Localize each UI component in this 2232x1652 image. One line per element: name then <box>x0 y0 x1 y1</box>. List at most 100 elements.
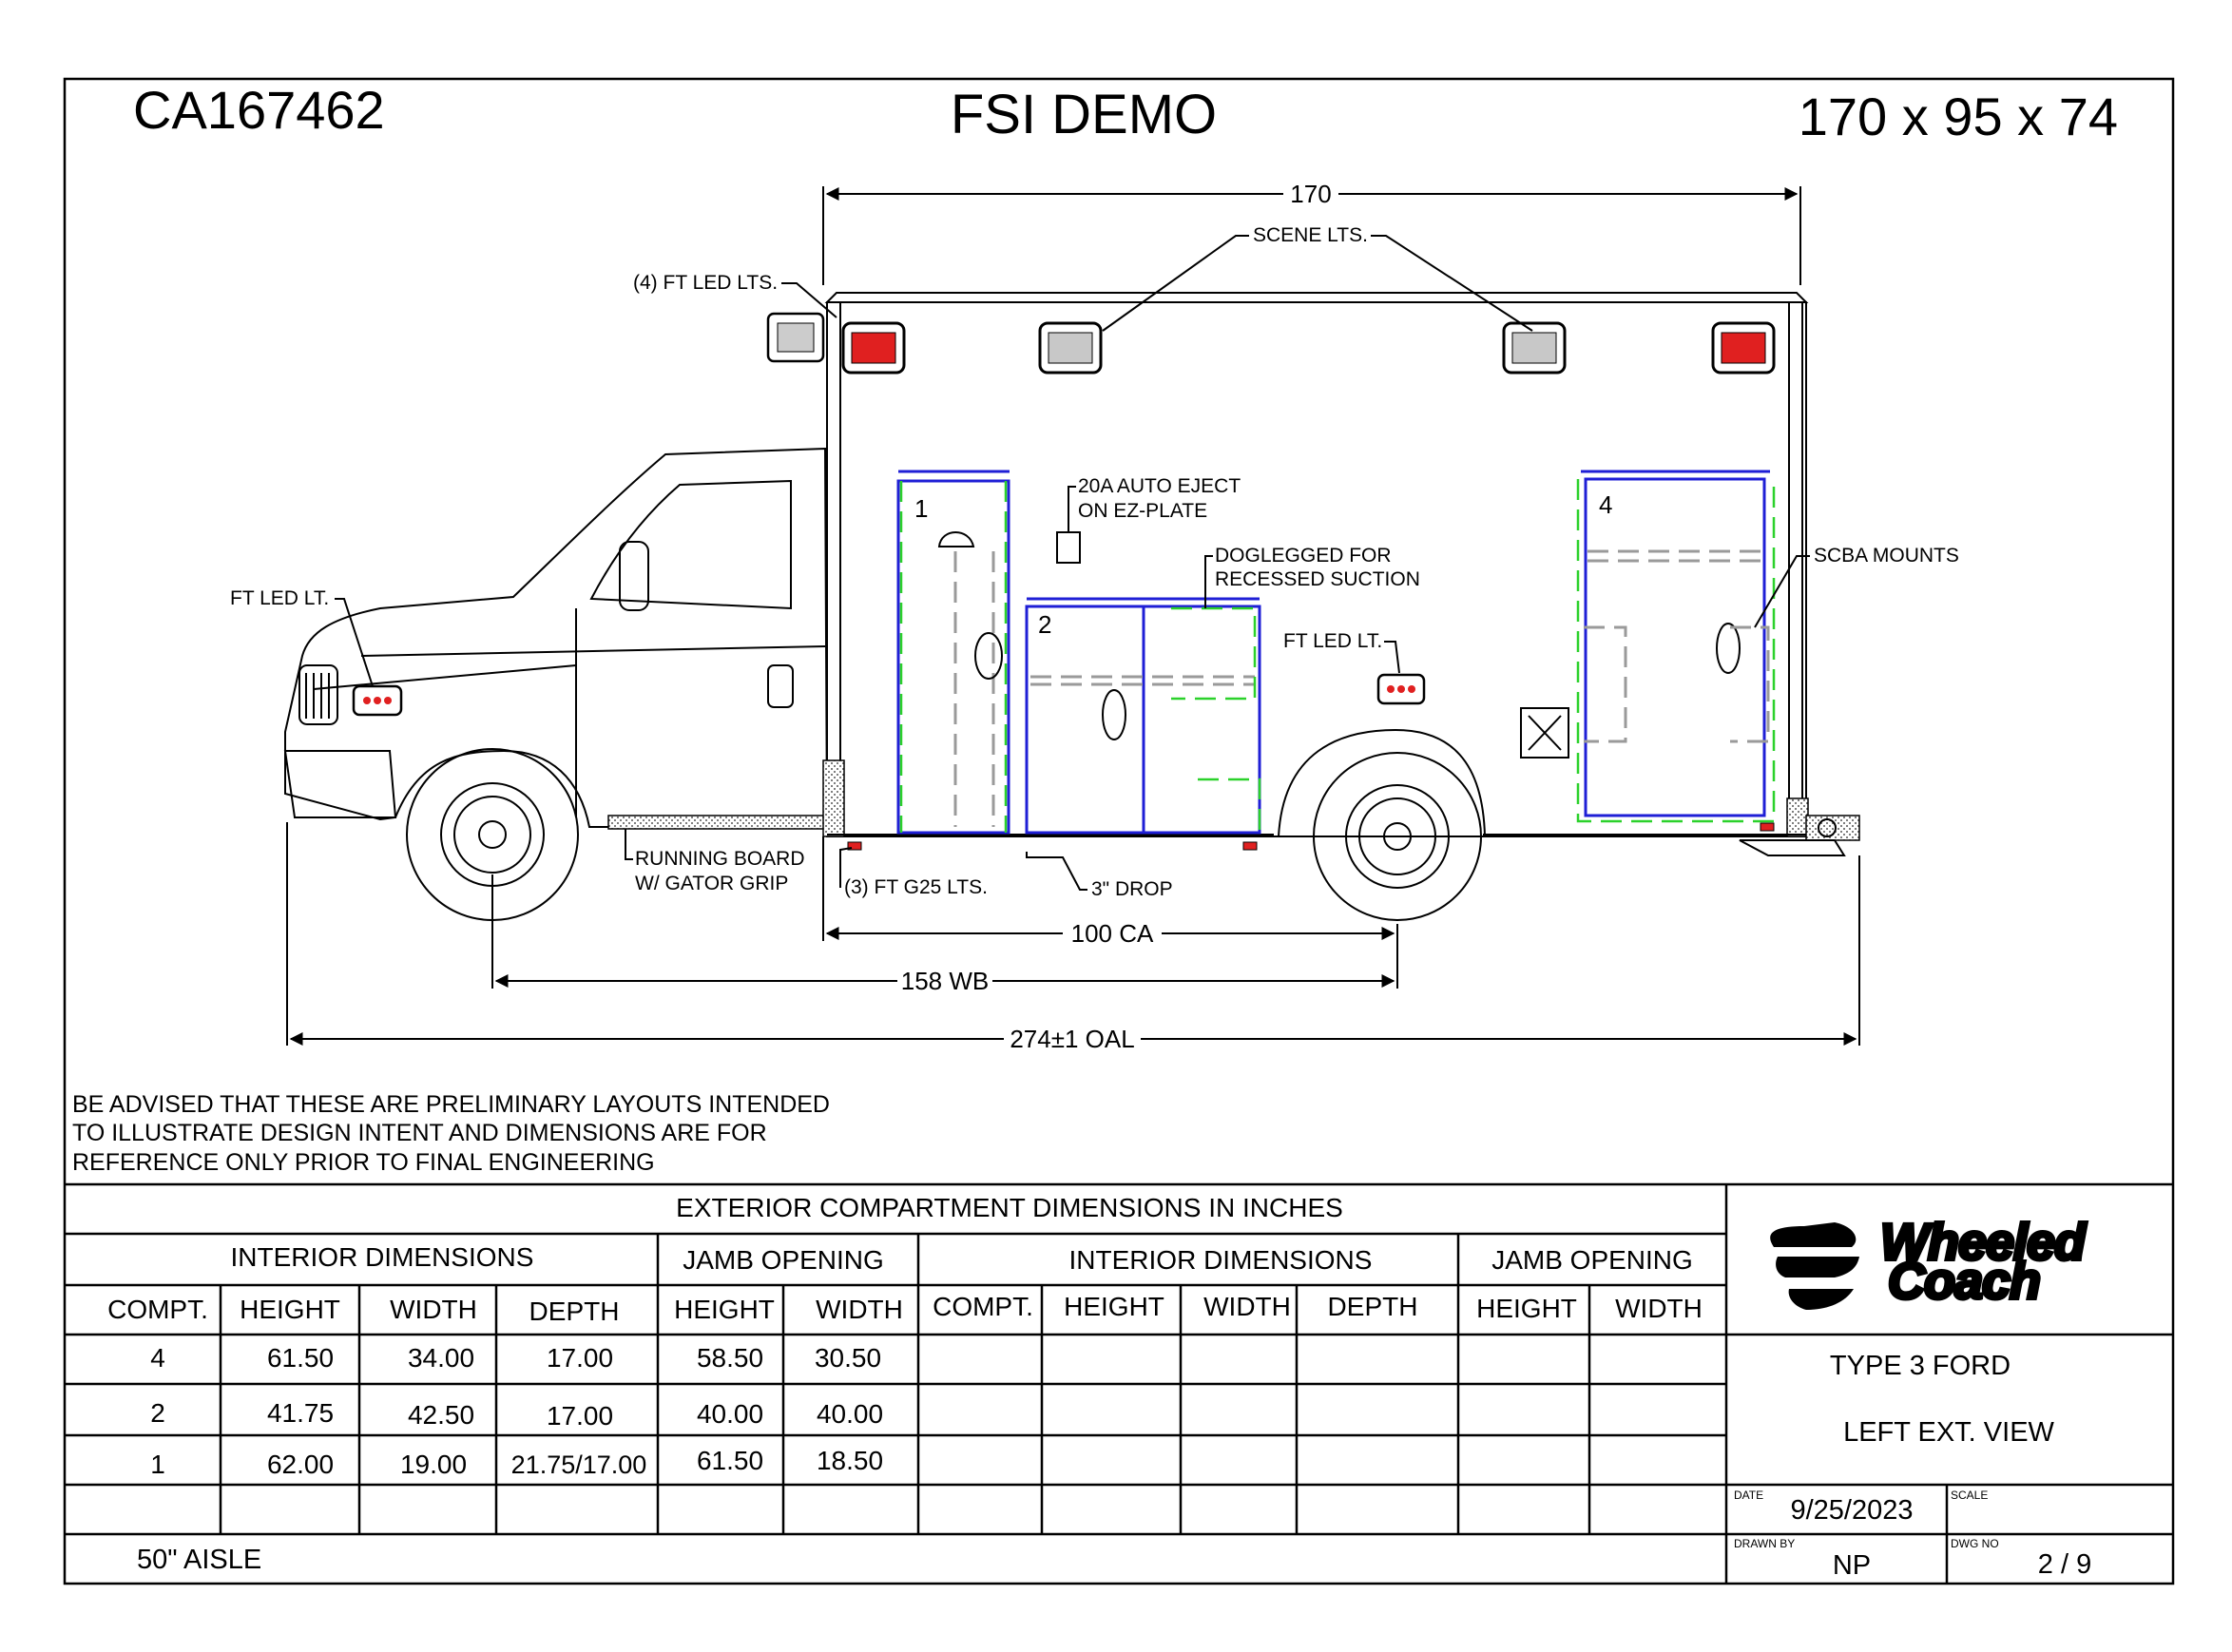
light-red-front-upper <box>841 321 906 375</box>
leader-scene-lts-b <box>1371 235 1533 332</box>
side-mirror <box>619 541 649 611</box>
compartment-number-2: 2 <box>1038 610 1051 639</box>
table-cell: 19.00 <box>400 1450 467 1479</box>
dim-wb: 158 WB <box>901 967 990 995</box>
scale-label: SCALE <box>1951 1489 1988 1502</box>
table-cell: 4 <box>150 1343 165 1373</box>
table-cell: 1 <box>150 1450 165 1479</box>
compartment-number-4: 4 <box>1599 490 1612 519</box>
date-value: 9/25/2023 <box>1790 1495 1913 1526</box>
box-rear-post <box>1788 301 1803 836</box>
col-header: DEPTH <box>1328 1292 1418 1321</box>
dwg-no-value: 2 / 9 <box>2038 1549 2091 1580</box>
table-cell: 21.75/17.00 <box>511 1450 647 1479</box>
col-header: HEIGHT <box>674 1295 775 1324</box>
rear-step <box>1805 815 1860 841</box>
compartment-2 <box>1025 597 1261 835</box>
aisle-note: 50" AISLE <box>137 1545 261 1575</box>
hitch-icon <box>1818 818 1837 837</box>
col-header: WIDTH <box>1203 1292 1291 1321</box>
col-header: WIDTH <box>1615 1294 1703 1323</box>
col-header: COMPT. <box>933 1292 1033 1321</box>
group-header-interior-left: INTERIOR DIMENSIONS <box>231 1242 534 1272</box>
rear-step-bracket <box>1739 839 1846 856</box>
leader-running-board <box>625 829 633 860</box>
running-board <box>607 815 826 830</box>
cab-outline <box>284 447 829 828</box>
callout-running-board-1: RUNNING BOARD <box>635 848 805 870</box>
side-vent-cross <box>1528 715 1562 751</box>
notice-line-2: TO ILLUSTRATE DESIGN INTENT AND DIMENSIO… <box>72 1120 767 1146</box>
table-cell: 17.00 <box>547 1343 613 1373</box>
compartment-4 <box>1576 470 1776 823</box>
callout-scba-mounts: SCBA MOUNTS <box>1814 545 1959 567</box>
compartment-number-1: 1 <box>914 494 928 523</box>
view-name: LEFT EXT. VIEW <box>1843 1417 2054 1448</box>
body-size: 170 x 95 x 74 <box>1799 86 2118 146</box>
ambulance-drawing: 1 2 4 <box>283 292 1860 921</box>
grille <box>298 664 338 725</box>
g25-light-2 <box>1242 841 1258 851</box>
auto-eject-plate <box>1056 531 1081 564</box>
table-cell: 40.00 <box>697 1399 763 1429</box>
leader-drop <box>1026 852 1087 891</box>
light-red-rear-upper <box>1711 321 1776 375</box>
front-bumper <box>283 750 397 818</box>
group-header-jamb-left: JAMB OPENING <box>683 1245 884 1275</box>
leader-auto-eject <box>1068 486 1076 532</box>
side-vent <box>1520 707 1569 759</box>
logo-text-wheeled: Wheeled <box>1880 1214 2087 1271</box>
col-header: HEIGHT <box>240 1295 340 1324</box>
job-number: CA167462 <box>133 80 385 140</box>
cab-window <box>589 479 792 610</box>
leader-doglegged <box>1204 555 1213 608</box>
notice-line-1: BE ADVISED THAT THESE ARE PRELIMINARY LA… <box>72 1091 830 1118</box>
group-header-interior-right: INTERIOR DIMENSIONS <box>1069 1245 1373 1275</box>
leader-scba-mounts <box>1754 555 1810 628</box>
dwg-no-label: DWG NO <box>1951 1537 1999 1550</box>
callouts: (4) FT LED LTS. SCENE LTS. 20A AUTO EJEC… <box>230 224 1959 900</box>
table-cell: 40.00 <box>817 1399 883 1429</box>
leader-scene-lts-a <box>1102 235 1249 332</box>
callout-scene-lts: SCENE LTS. <box>1253 224 1368 246</box>
col-header: HEIGHT <box>1476 1294 1577 1323</box>
table-cell: 62.00 <box>267 1450 334 1479</box>
table-cell: 41.75 <box>267 1398 334 1428</box>
table-cell: 18.50 <box>817 1446 883 1475</box>
callout-ft-led-lts-4: (4) FT LED LTS. <box>633 272 778 294</box>
leader-ft-led-lt-front <box>335 598 374 687</box>
scene-light-1 <box>1038 321 1103 375</box>
leader-ft-led-lts-4 <box>781 282 837 318</box>
g25-light-3 <box>1760 822 1775 832</box>
scene-light-2 <box>1502 321 1567 375</box>
column-headers: COMPT. HEIGHT WIDTH DEPTH HEIGHT WIDTH C… <box>107 1292 1703 1326</box>
sheet-border <box>63 77 2175 1585</box>
rear-wheel-well <box>1278 728 1486 837</box>
hood-line <box>313 664 577 690</box>
table-cell: 58.50 <box>697 1343 763 1373</box>
dim-oal: 274±1 OAL <box>1010 1025 1134 1053</box>
vehicle-type: TYPE 3 FORD <box>1830 1351 2011 1381</box>
box-roof-cap <box>824 292 1809 303</box>
col-header: HEIGHT <box>1064 1292 1164 1321</box>
wheeled-coach-logo: Wheeled Coach <box>1770 1212 2089 1312</box>
box-skirt-front <box>822 759 845 837</box>
compartment-1 <box>896 470 1010 835</box>
callout-auto-eject-1: 20A AUTO EJECT <box>1078 475 1241 497</box>
notice-line-3: REFERENCE ONLY PRIOR TO FINAL ENGINEERIN… <box>72 1149 655 1176</box>
compartment-table <box>65 1182 2173 1584</box>
table-cell: 61.50 <box>697 1446 763 1475</box>
grille-slats <box>305 673 330 719</box>
callout-doglegged-1: DOGLEGGED FOR <box>1215 545 1392 567</box>
date-label: DATE <box>1734 1489 1763 1502</box>
callout-auto-eject-2: ON EZ-PLATE <box>1078 500 1207 522</box>
light-front-upper-cab <box>766 312 825 363</box>
col-header: DEPTH <box>529 1297 620 1326</box>
drawing-title: FSI DEMO <box>951 84 1217 145</box>
callout-running-board-2: W/ GATOR GRIP <box>635 873 788 894</box>
col-header: WIDTH <box>390 1295 477 1324</box>
callout-ft-led-lt-side: FT LED LT. <box>1283 630 1382 652</box>
dim-ca: 100 CA <box>1071 919 1154 948</box>
ft-led-light-cab <box>352 684 403 717</box>
